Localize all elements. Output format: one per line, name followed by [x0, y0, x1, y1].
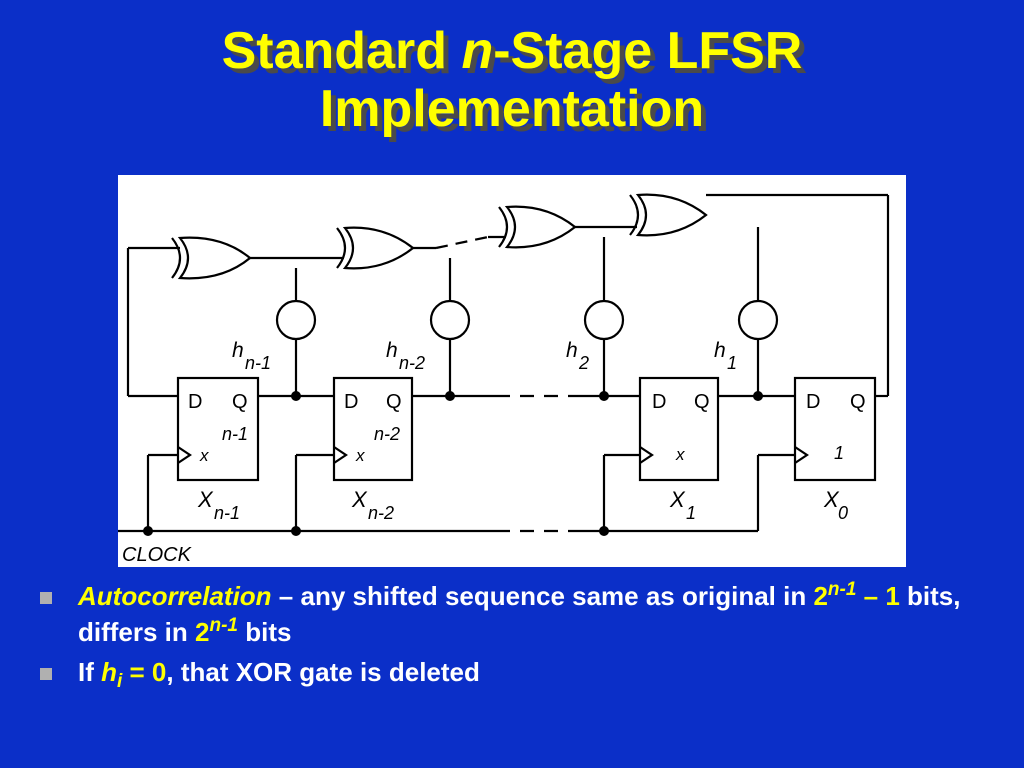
tap-label-h: h	[714, 339, 726, 362]
ff-stage-x: 1	[834, 443, 844, 463]
bullet-text: , that XOR gate is deleted	[166, 657, 480, 687]
tap-circle-h1	[737, 299, 779, 341]
clock-label: CLOCK	[122, 544, 193, 566]
ff-name: X	[669, 487, 686, 512]
title-line-1: Standard n-Stage LFSR	[0, 22, 1024, 80]
ff-q-label: Q	[694, 391, 710, 413]
ff-q-label: Q	[232, 391, 248, 413]
title-text-post: -Stage LFSR	[493, 22, 803, 80]
tap-label-sub: n-1	[245, 353, 271, 373]
flipflop-box-xn-1	[176, 376, 260, 482]
tap-label-h: h	[386, 339, 398, 362]
ff-name: X	[351, 487, 368, 512]
slide-title: Standard n-Stage LFSR Implementation	[0, 22, 1024, 138]
ff-stage-x: x	[199, 446, 209, 465]
title-text-pre: Standard	[221, 22, 462, 80]
bullet-marker	[40, 668, 52, 680]
tap-label-sub: 2	[578, 353, 589, 373]
flipflop-box-xn-2	[332, 376, 414, 482]
ff-name: X	[197, 487, 214, 512]
xor-gate-n-2	[336, 226, 415, 270]
ff-name-sub: 1	[686, 503, 696, 523]
bullet-text: bits	[237, 617, 292, 647]
tap-circle-h2	[583, 299, 625, 341]
bullet-text: If	[78, 657, 102, 687]
tap-label-h: h	[232, 339, 244, 362]
ff-name: X	[823, 487, 840, 512]
tap-label-h: h	[566, 339, 578, 362]
ff-q-label: Q	[850, 391, 866, 413]
ff-q-label: Q	[386, 391, 402, 413]
tap-label-sub: n-2	[399, 353, 425, 373]
bullet-text: – any shifted sequence same as original …	[271, 581, 814, 611]
title-text-italic-n: n	[461, 22, 494, 80]
bullet-hi-zero: If hi = 0, that XOR gate is deleted	[38, 654, 998, 692]
flipflop-box-x1	[638, 376, 720, 482]
ff-stage-number: n-2	[374, 424, 400, 444]
ff-name-sub: n-1	[214, 503, 240, 523]
bullet-list: Autocorrelation – any shifted sequence s…	[38, 578, 998, 694]
bullet-autocorrelation: Autocorrelation – any shifted sequence s…	[38, 578, 998, 650]
highlight-2n-1: 2n-1	[195, 615, 238, 647]
term-autocorrelation: Autocorrelation	[78, 581, 272, 611]
bullet-marker	[40, 592, 52, 604]
ff-stage-number: n-1	[222, 424, 248, 444]
ff-name-sub: 0	[838, 503, 848, 523]
ff-stage-x: x	[675, 445, 685, 464]
ff-d-label: D	[188, 391, 202, 413]
tap-circle-hn-2	[429, 299, 471, 341]
ff-d-label: D	[806, 391, 820, 413]
ff-stage-x: x	[355, 446, 365, 465]
ff-name-sub: n-2	[368, 503, 394, 523]
title-line-2: Implementation	[319, 80, 705, 138]
ff-d-label: D	[344, 391, 358, 413]
xor-gate-n-1	[171, 236, 252, 280]
xor-gate-2	[498, 205, 577, 249]
highlight-2n-1-minus-1: 2n-1 – 1	[813, 579, 900, 611]
tap-circle-hn-1	[275, 299, 317, 341]
bullet-text: bits, differs in	[78, 581, 961, 647]
ff-d-label: D	[652, 391, 666, 413]
flipflop-box-x0	[793, 376, 877, 482]
highlight-hi-eq-0: hi = 0	[101, 657, 167, 692]
tap-label-sub: 1	[727, 353, 737, 373]
lfsr-diagram: D Q n-1 x X n-1 D Q n-2 x X n-2 D Q x X …	[118, 175, 906, 567]
lfsr-schematic: D Q n-1 x X n-1 D Q n-2 x X n-2 D Q x X …	[118, 193, 890, 566]
xor-gate-1	[629, 193, 708, 237]
